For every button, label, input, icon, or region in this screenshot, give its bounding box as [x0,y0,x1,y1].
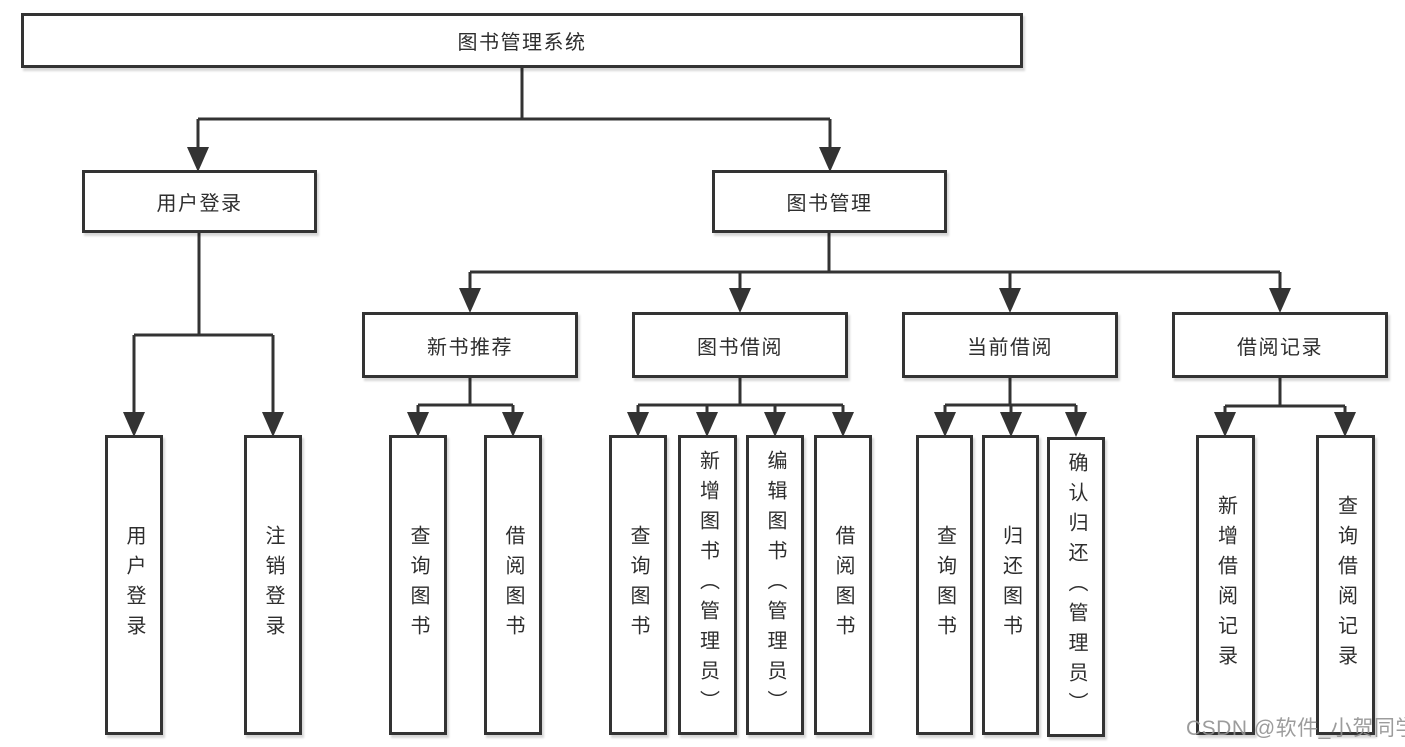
node-label: 注销登录 [262,525,284,645]
node-label: 图书借阅 [697,336,783,359]
node-label: 查询图书 [933,525,956,645]
node-borrow-records: 借阅记录 [1172,312,1388,378]
node-return-books: 归还图书 [982,435,1039,735]
node-user-login: 用户登录 [105,435,163,735]
node-label: 查询图书 [407,525,429,645]
arrowhead [832,412,854,437]
arrowhead [1065,412,1087,437]
node-user-login-branch: 用户登录 [82,170,317,233]
arrowheads-book-borrow-children [627,412,854,437]
node-root-library-system: 图书管理系统 [21,13,1023,68]
node-label: 当前借阅 [967,336,1053,359]
arrowhead [459,288,481,313]
connector-borrow-records-branch [1223,378,1347,413]
connector-new-book-branch [416,378,515,413]
arrowhead [1269,288,1291,313]
node-new-book-recommend: 新书推荐 [362,312,578,378]
arrowhead [123,412,145,437]
arrowhead [627,412,649,437]
arrowhead [999,288,1021,313]
node-book-management: 图书管理 [712,170,947,233]
connector-current-borrow-branch [943,378,1078,413]
node-label: 借阅图书 [502,525,524,645]
node-add-books-admin: 新增图书（管理员） [678,435,737,735]
node-label: 借阅记录 [1237,336,1323,359]
arrowhead [764,412,786,437]
node-query-borrow-record: 查询借阅记录 [1316,435,1375,735]
node-query-books-current: 查询图书 [916,435,973,735]
node-label: 借阅图书 [832,525,854,645]
arrowhead [187,147,209,172]
node-label: 确认归还（管理员） [1065,452,1087,722]
arrowhead [819,147,841,172]
arrowheads-user-login-children [123,412,284,437]
arrowhead [1000,412,1022,437]
connector-book-management-branch [468,233,1282,289]
node-current-borrow: 当前借阅 [902,312,1118,378]
arrowheads-level3 [459,288,1291,313]
arrowhead [696,412,718,437]
node-label: 新增借阅记录 [1214,495,1237,675]
node-book-borrow: 图书借阅 [632,312,848,378]
arrowhead [407,412,429,437]
connector-book-borrow-branch [636,378,845,413]
node-label: 新书推荐 [427,336,513,359]
node-label: 查询图书 [627,525,649,645]
node-label: 用户登录 [156,193,243,215]
connector-root-to-level2 [196,68,832,148]
csdn-watermark: CSDN @软件_小贺同学 [1186,717,1405,740]
arrowheads-current-borrow-children [934,412,1087,437]
node-query-books-recommend: 查询图书 [389,435,447,735]
node-label: 图书管理系统 [457,32,587,54]
node-add-borrow-record: 新增借阅记录 [1196,435,1255,735]
node-label: 图书管理 [786,193,873,215]
node-borrow-books-recommend: 借阅图书 [484,435,542,735]
node-edit-books-admin: 编辑图书（管理员） [746,435,804,735]
node-query-books-borrow: 查询图书 [609,435,667,735]
arrowhead [502,412,524,437]
arrowhead [262,412,284,437]
arrowhead [934,412,956,437]
arrowheads-new-book-children [407,412,524,437]
node-label: 用户登录 [123,525,145,645]
node-label: 归还图书 [999,525,1022,645]
node-logout: 注销登录 [244,435,302,735]
node-borrow-books: 借阅图书 [814,435,872,735]
node-label: 编辑图书（管理员） [764,450,786,720]
arrowheads-borrow-records-children [1214,412,1356,437]
arrowhead [1214,412,1236,437]
arrowhead [729,288,751,313]
node-label: 查询借阅记录 [1334,495,1357,675]
connector-user-login-branch [132,233,275,413]
arrowheads-level2 [187,147,841,172]
node-confirm-return-admin: 确认归还（管理员） [1047,437,1105,737]
node-label: 新增图书（管理员） [696,450,719,720]
arrowhead [1334,412,1356,437]
